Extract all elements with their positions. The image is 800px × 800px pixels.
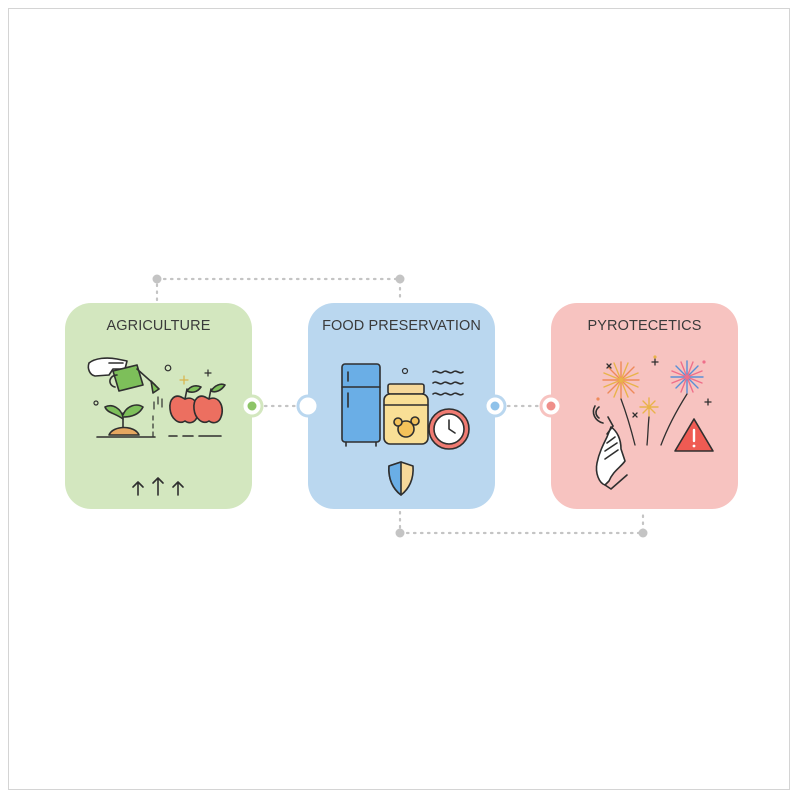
card-title: AGRICULTURE <box>106 318 211 334</box>
refrigerator-icon <box>341 363 381 447</box>
warning-icon <box>674 418 714 452</box>
card-title: FOOD PRESERVATION <box>322 318 481 334</box>
card-food-preservation: FOOD PRESERVATION <box>308 303 495 509</box>
growth-arrows-icon <box>132 477 184 496</box>
card-pyrotechnics: PYROTECЕTICS <box>551 303 738 509</box>
fireworks-icon <box>596 355 712 446</box>
apple-icon <box>169 383 226 424</box>
card-agriculture: AGRICULTURE <box>65 303 252 509</box>
watering-can-icon <box>109 364 160 394</box>
jar-icon <box>383 383 429 445</box>
shield-icon <box>388 461 414 496</box>
agriculture-illustration <box>87 357 226 496</box>
sprout-icon <box>96 404 156 438</box>
pyrotechnics-illustration <box>592 355 714 490</box>
sparkler-hand-icon <box>592 405 628 490</box>
clock-icon <box>428 408 470 450</box>
card-title: PYROTECЕTICS <box>587 318 702 334</box>
waves-icon <box>432 370 464 396</box>
food-preservation-illustration <box>341 363 470 496</box>
